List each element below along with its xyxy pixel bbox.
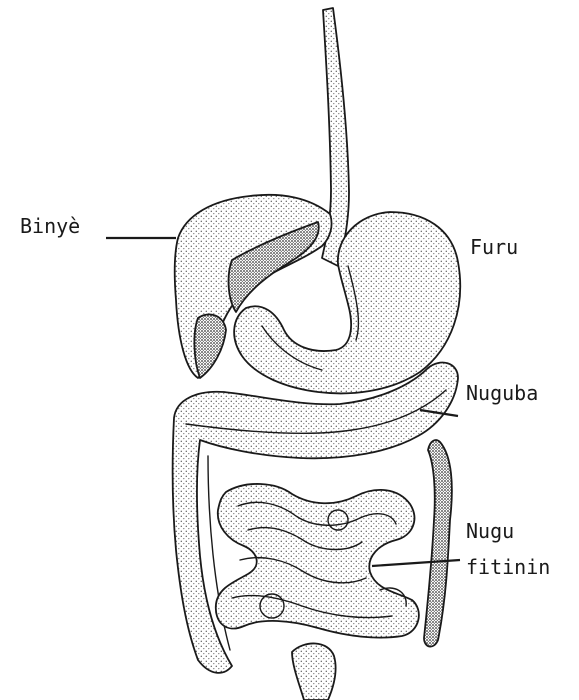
rectum bbox=[292, 643, 336, 700]
small-intestine-label-line2: fitinin bbox=[466, 555, 550, 579]
small-intestine-label-line1: Nugu bbox=[466, 519, 514, 543]
liver-label: Binyè bbox=[20, 214, 80, 238]
stomach-label: Furu bbox=[470, 235, 518, 259]
large-intestine-label: Nuguba bbox=[466, 381, 538, 405]
small-intestine bbox=[216, 484, 419, 638]
